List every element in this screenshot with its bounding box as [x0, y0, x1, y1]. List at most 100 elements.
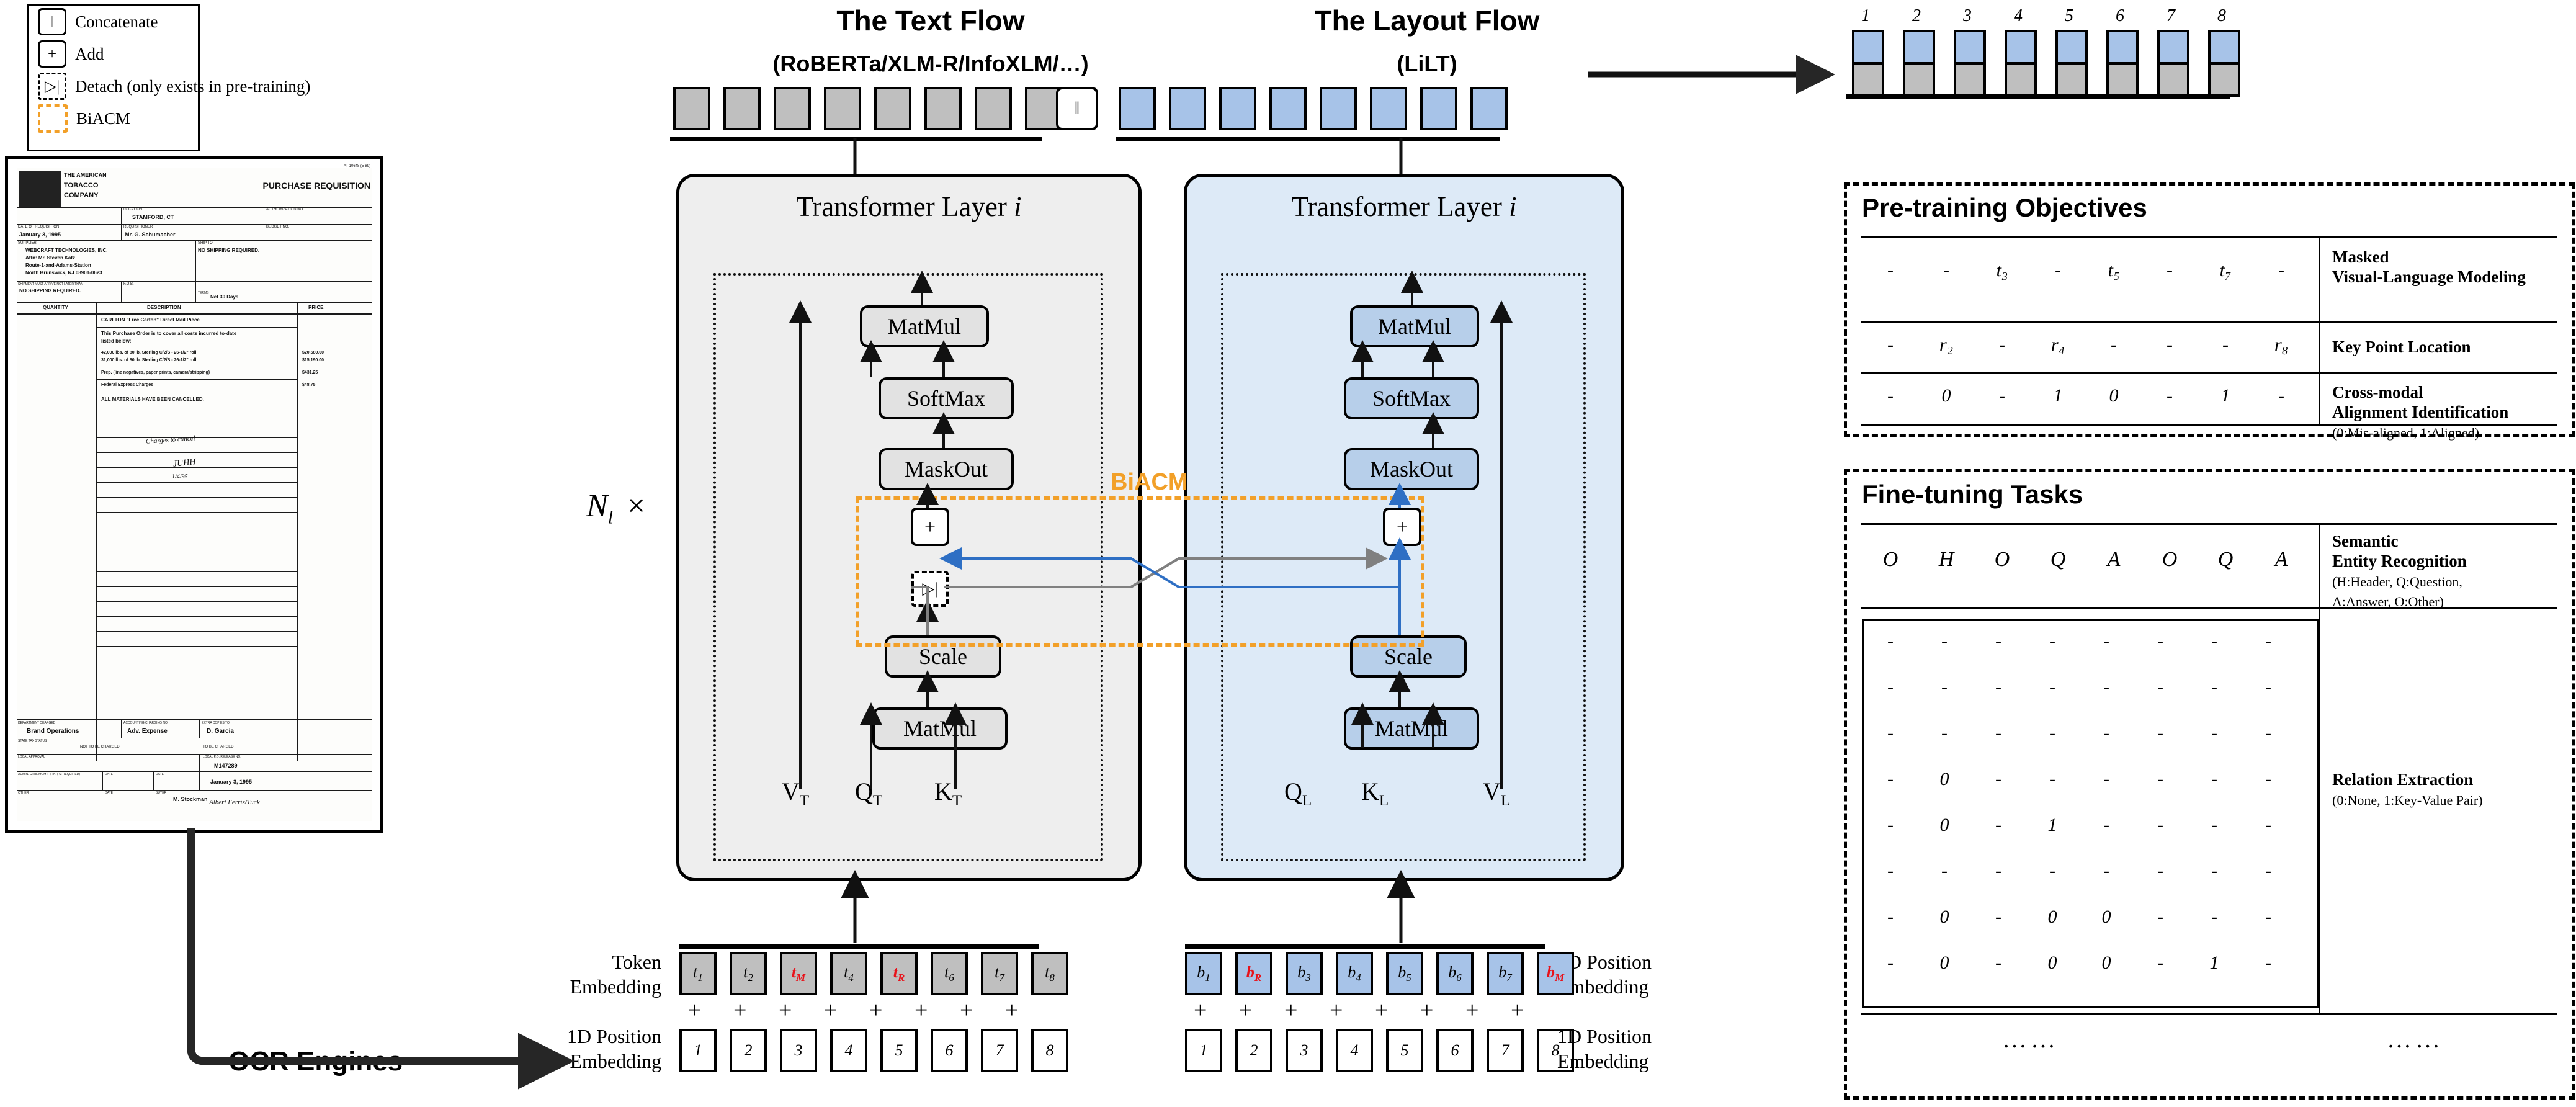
- doc-shipto: NO SHIPPING REQUIRED.: [198, 248, 260, 253]
- plus-symbol: +: [1465, 997, 1479, 1023]
- plus-symbol: +: [915, 997, 928, 1023]
- document-thumbnail: THE AMERICAN TOBACCO COMPANY AT 10648 (5…: [5, 156, 383, 833]
- plus-symbol: +: [960, 997, 973, 1023]
- re-cell: 0: [2047, 907, 2057, 927]
- re-cell: -: [2157, 769, 2163, 789]
- doc-state-label: STATE TAX STATUS: [18, 739, 47, 743]
- plus-symbol: +: [1375, 997, 1389, 1023]
- output-bar-top: [2058, 32, 2085, 65]
- layout-op-maskout: MaskOut: [1344, 448, 1479, 490]
- token-box: b6: [1436, 952, 1474, 995]
- re-cell: -: [1887, 861, 1894, 881]
- layout-output-token: [1370, 87, 1407, 130]
- re-cell: -: [2103, 769, 2109, 789]
- plus-symbol: +: [1330, 997, 1343, 1023]
- layout-input-k: KL: [1361, 778, 1389, 809]
- doc-location-label: LOCATION: [123, 208, 143, 212]
- re-cell: -: [1887, 769, 1894, 789]
- biacm-icon: [38, 104, 68, 133]
- pretraining-cell: r₄: [2051, 334, 2065, 355]
- pretraining-cell: 0: [2109, 385, 2119, 406]
- re-cell: -: [1941, 723, 1948, 743]
- ocr-engines-label: OCR Engines: [228, 1046, 403, 1077]
- text-output-underline: [670, 137, 1042, 141]
- doc-top-right-id: AT 10648 (5-89): [343, 164, 370, 168]
- pretraining-cell: -: [2167, 334, 2173, 355]
- re-cell: -: [2265, 769, 2271, 789]
- doc-terms-label: TERMS: [198, 291, 209, 295]
- pretraining-cell: -: [1999, 385, 2005, 406]
- token-box: b4: [1336, 952, 1373, 995]
- token-box: tM: [780, 952, 817, 995]
- doc-extra: D. Garcia: [207, 728, 234, 735]
- doc-handwriting-note: Charges to cancel: [145, 434, 195, 446]
- position-box: 4: [1336, 1029, 1373, 1072]
- layout-op-matmul-bottom: MatMul: [1344, 707, 1479, 750]
- position-box: 2: [1235, 1029, 1272, 1072]
- output-bar-top: [1956, 32, 1983, 65]
- token-box: bR: [1235, 952, 1272, 995]
- layout-flow-subtitle: (LiLT): [1397, 51, 1457, 76]
- pretraining-cell: -: [2167, 385, 2173, 406]
- re-cell: -: [2157, 861, 2163, 881]
- re-cell: -: [2265, 723, 2271, 743]
- doc-admin-label: ADMIN. CTRL MGMT. (FIN. (+3 REQUIRED): [18, 773, 80, 776]
- pretraining-cell: -: [2111, 334, 2117, 355]
- biacm-region: [856, 496, 1424, 647]
- re-cell: -: [2157, 907, 2163, 927]
- doc-logo: [19, 171, 61, 207]
- output-bar-bottom: [2058, 65, 2085, 94]
- doc-line-c: listed below:: [101, 338, 132, 344]
- token-box: b7: [1487, 952, 1524, 995]
- plus-symbol: +: [1194, 997, 1207, 1023]
- re-cell: -: [1941, 631, 1948, 652]
- text-flow-subtitle: (RoBERTa/XLM-R/InfoXLM/…): [772, 51, 1089, 76]
- re-cell: -: [2103, 723, 2109, 743]
- layout-op-matmul-top: MatMul: [1350, 305, 1479, 347]
- text-op-matmul-bottom: MatMul: [872, 707, 1008, 750]
- doc-requisitioner: Mr. G. Schumacher: [125, 231, 176, 238]
- pretraining-cell: t₃: [1996, 260, 2008, 280]
- layout-flow-title: The Layout Flow: [1314, 4, 1540, 37]
- position-box: 1: [1185, 1029, 1222, 1072]
- text-op-matmul-top: MatMul: [860, 305, 989, 347]
- doc-price-e: $15,190.00: [302, 358, 324, 362]
- detach-node: ▷|: [911, 571, 949, 607]
- output-bar-top: [2211, 32, 2238, 65]
- detach-icon: ▷|: [38, 73, 66, 100]
- re-cell: 0: [1939, 815, 1949, 835]
- layout-output-token: [1470, 87, 1508, 130]
- re-cell: -: [2157, 677, 2163, 697]
- doc-state-2: TO BE CHARGED: [203, 745, 234, 749]
- doc-col-price: PRICE: [308, 305, 324, 310]
- plus-symbol: +: [1005, 997, 1019, 1023]
- output-index: 8: [2217, 6, 2226, 25]
- re-cell: -: [1887, 815, 1894, 835]
- output-index: 5: [2065, 6, 2073, 25]
- doc-supplier-1: WEBCRAFT TECHNOLOGIES, INC.: [25, 248, 108, 253]
- layout-input-v: VL: [1483, 778, 1511, 809]
- output-bar-bottom: [2007, 65, 2034, 94]
- doc-date2-label: DATE: [105, 773, 113, 776]
- doc-date-label: DATE OF REQUISITION: [18, 225, 60, 229]
- ser-cell: A: [2107, 548, 2121, 571]
- output-index: 1: [1861, 6, 1870, 25]
- doc-state-1: NOT TO BE CHARGED: [80, 745, 120, 749]
- plus-symbol: +: [779, 997, 792, 1023]
- re-cell: -: [2211, 631, 2217, 652]
- layout-panel-title: Transformer Layer i: [1291, 191, 1517, 222]
- pretraining-cell: -: [1999, 334, 2005, 355]
- doc-price-g: $48.75: [302, 383, 316, 387]
- re-cell: 1: [2209, 952, 2219, 973]
- doc-line-d: 42,000 lbs. of 80 lb. Sterling C/2/S - 2…: [101, 351, 197, 355]
- output-bar-top: [2007, 32, 2034, 65]
- text-output-token: [975, 87, 1012, 130]
- pretraining-cell: 0: [1941, 385, 1951, 406]
- repeat-count-label: Nl ×: [586, 488, 645, 528]
- doc-company-3: COMPANY: [64, 192, 99, 199]
- doc-local-label: LOCAL APPROVAL: [18, 755, 45, 759]
